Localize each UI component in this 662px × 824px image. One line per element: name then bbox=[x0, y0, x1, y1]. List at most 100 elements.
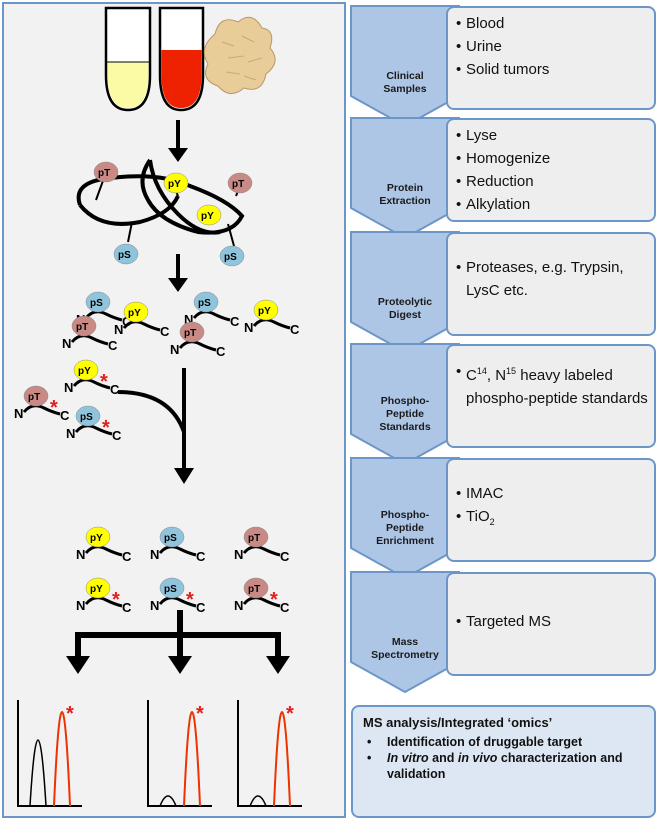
phospho-site bbox=[85, 291, 111, 313]
heavy-peak bbox=[53, 711, 71, 807]
py-label: pY bbox=[90, 533, 103, 544]
ps-label: pS bbox=[118, 250, 131, 261]
heavy-label-star: * bbox=[100, 371, 108, 393]
c-terminus-label: C bbox=[122, 549, 132, 564]
workflow-illustration-panel bbox=[2, 2, 346, 818]
c-terminus-label: C bbox=[280, 600, 290, 615]
step-item: Blood bbox=[456, 12, 648, 35]
step-item: Targeted MS bbox=[456, 610, 648, 633]
c-terminus-label: C bbox=[110, 382, 120, 397]
analysis-item: Identification of druggable target bbox=[363, 734, 644, 750]
c-terminus-label: C bbox=[290, 322, 300, 337]
peptide-backbone bbox=[242, 545, 281, 557]
step-label-line: Enrichment bbox=[376, 535, 434, 547]
step-label-line: Proteolytic bbox=[377, 296, 433, 308]
phospho-site bbox=[159, 577, 185, 599]
clinical-samples-box: Blood Urine Solid tumors bbox=[446, 6, 656, 110]
heavy-peak bbox=[273, 711, 291, 807]
phospho-site bbox=[243, 577, 269, 599]
in-vivo-text: in vivo bbox=[457, 751, 498, 765]
step-item: IMAC bbox=[456, 482, 648, 505]
heavy-label-star: * bbox=[270, 589, 278, 611]
in-vitro-text: In vitro bbox=[387, 751, 429, 765]
peptide-backbone bbox=[122, 320, 161, 332]
peptide-backbone bbox=[74, 424, 113, 436]
analysis-item: In vitro and in vivo characterization an… bbox=[363, 750, 644, 782]
step-item: Lyse bbox=[456, 124, 648, 147]
step-item: Reduction bbox=[456, 170, 648, 193]
step-label-line: Peptide bbox=[386, 408, 424, 420]
phospho-site bbox=[179, 321, 205, 343]
phospho-site bbox=[23, 385, 49, 407]
heavy-label-star: * bbox=[50, 397, 58, 419]
carbon-isotope: 14 bbox=[476, 366, 487, 376]
step-chevron bbox=[350, 231, 460, 354]
ps-label: pS bbox=[80, 412, 93, 423]
c-terminus-label: C bbox=[160, 324, 170, 339]
heavy-peak bbox=[183, 711, 201, 807]
phospho-site bbox=[85, 526, 111, 548]
c-terminus-label: C bbox=[60, 408, 70, 423]
n-terminus-label: N bbox=[76, 547, 85, 562]
heavy-label-star: * bbox=[112, 589, 120, 611]
tissue-sample bbox=[203, 16, 276, 94]
protein-extraction-box: Lyse Homogenize Reduction Alkylation bbox=[446, 118, 656, 222]
spectrum: * bbox=[17, 700, 82, 807]
c-terminus-label: C bbox=[108, 338, 118, 353]
heavy-label-star: * bbox=[186, 589, 194, 611]
step-label-line: Protein bbox=[386, 182, 424, 194]
step-label-line: Phospho- bbox=[380, 509, 430, 521]
spectrum-axes bbox=[237, 700, 302, 807]
py-label: pY bbox=[90, 584, 103, 595]
phospho-peptide-standards-box: C14, N15 heavy labeled phospho-peptide s… bbox=[446, 344, 656, 448]
heavy-peak-star: * bbox=[196, 703, 204, 725]
c-terminus-label: C bbox=[196, 549, 206, 564]
step-chevron bbox=[350, 117, 460, 240]
step-label-line: Phospho- bbox=[380, 395, 430, 407]
n-terminus-label: N bbox=[114, 322, 123, 337]
c-terminus-label: C bbox=[196, 600, 206, 615]
c-terminus-label: C bbox=[280, 549, 290, 564]
step-label-line: Standards bbox=[379, 421, 431, 433]
peptide-backbone bbox=[70, 334, 109, 346]
step-label-line: Peptide bbox=[386, 522, 424, 534]
pt-label: pT bbox=[98, 168, 110, 179]
ms-spectra: *** bbox=[17, 700, 302, 807]
peptide-backbone bbox=[22, 404, 61, 416]
standards-text: heavy labeled phospho-peptide standards bbox=[466, 367, 648, 407]
py-label: pY bbox=[168, 179, 181, 190]
n-terminus-label: N bbox=[150, 598, 159, 613]
phospho-site bbox=[75, 405, 101, 427]
pt-label: pT bbox=[28, 392, 40, 403]
peptide-backbone bbox=[84, 545, 123, 557]
light-peak bbox=[249, 795, 267, 807]
light-peak bbox=[29, 739, 47, 807]
phospho-site bbox=[159, 526, 185, 548]
carbon-label: C bbox=[466, 367, 477, 384]
phospho-site bbox=[243, 526, 269, 548]
step-chevron bbox=[350, 571, 460, 694]
pt-label: pT bbox=[76, 322, 88, 333]
step-item: Proteases, e.g. Trypsin, LysC etc. bbox=[456, 256, 648, 302]
phospho-site bbox=[73, 359, 99, 381]
phospho-site bbox=[71, 315, 97, 337]
n-terminus-label: N bbox=[244, 320, 253, 335]
peptide-backbone bbox=[84, 596, 123, 608]
phospho-site bbox=[123, 301, 149, 323]
py-label: pY bbox=[128, 308, 141, 319]
step-label-line: Extraction bbox=[379, 195, 431, 207]
nitrogen-isotope: 15 bbox=[506, 366, 517, 376]
n-terminus-label: N bbox=[62, 336, 71, 351]
c-terminus-label: C bbox=[112, 428, 122, 443]
